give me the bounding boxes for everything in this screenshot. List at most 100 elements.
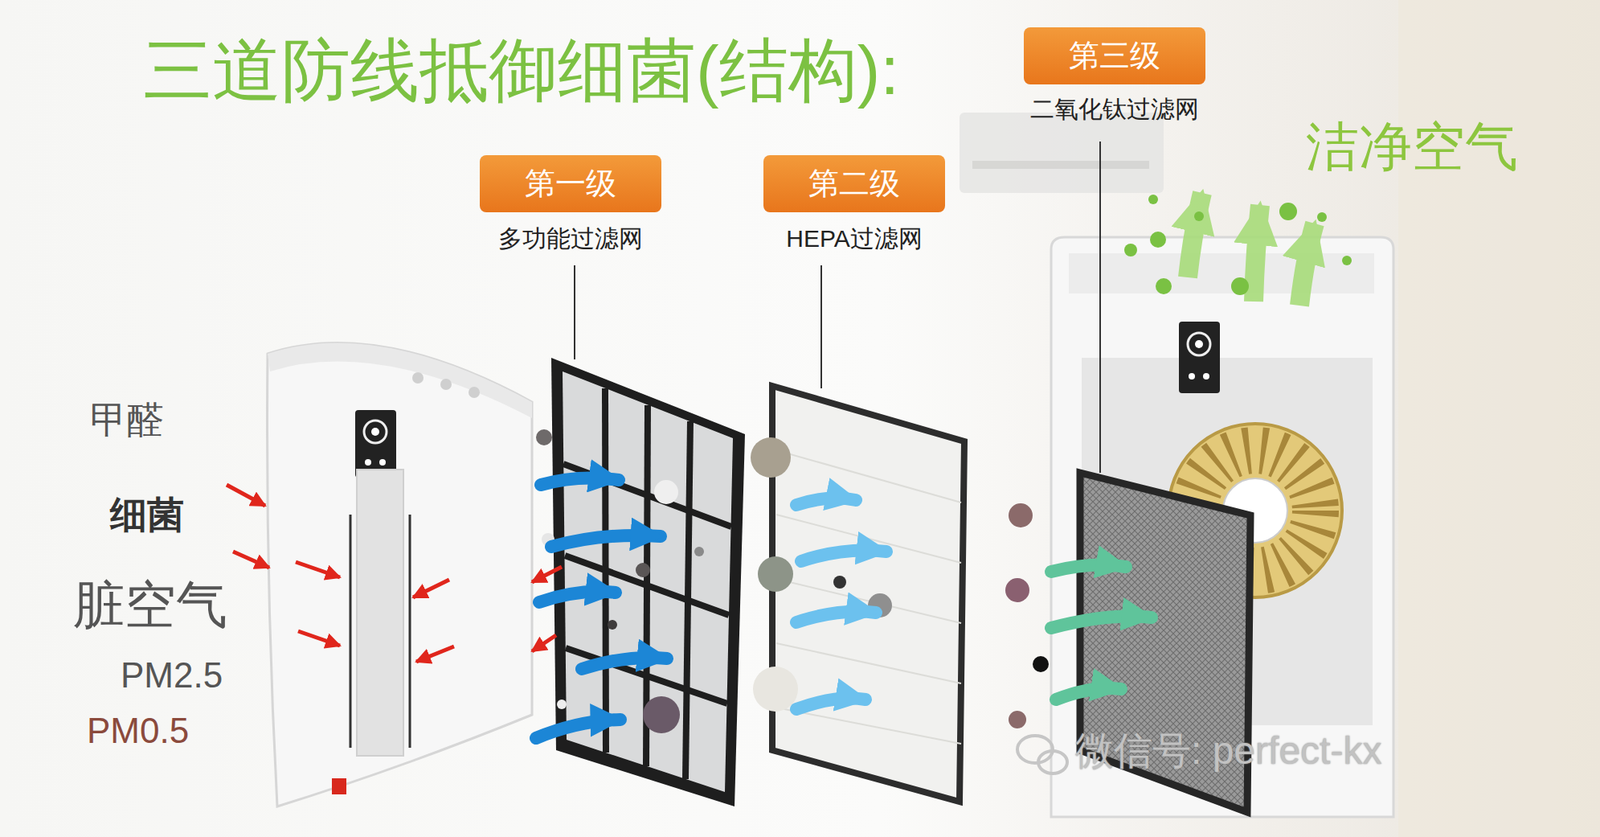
pollutant-label: 甲醛 [90,398,164,442]
green-airflow-arrows-part [1051,616,1152,628]
front-panel-part [364,420,387,443]
room-background-part [959,112,1164,193]
clean-air-label: 洁净空气 [1305,116,1519,178]
front-panel-part [379,458,386,466]
particles-part [607,619,618,630]
front-panel-part [371,427,380,436]
stage-number: 第二级 [808,167,901,201]
blue-airflow-arrows-part [540,478,619,485]
clean-air-dots-part [1124,243,1138,257]
light-blue-airflow-arrows-part [796,498,856,505]
hepa-filter [772,385,965,802]
wechat-icon [1017,735,1068,774]
hepa-filter-part [776,450,962,744]
leader-lines-part [820,265,823,389]
leader-lines-part [1099,141,1101,473]
blue-airflow-arrows-part [581,657,668,669]
front-panel-part [267,343,533,807]
hepa-filter-part-part [776,642,962,684]
front-panel-part [468,386,480,398]
room-background [959,0,1600,837]
light-blue-airflow-arrows [796,498,887,709]
particles-part [833,575,847,589]
clean-air-dots [1124,194,1352,295]
filter-name: HEPA过滤网 [785,225,922,252]
particles-part [1005,577,1030,602]
multi-function-filter-part [551,357,745,807]
front-panel-part [412,372,424,384]
clean-air-dots-part [1194,211,1204,221]
particles-part [1008,710,1027,729]
clean-air-arrows-part [1253,204,1261,302]
particles-part [750,437,791,478]
front-panel [267,343,533,807]
purifier-body-part [1178,321,1220,393]
particles-part [1032,655,1049,672]
particles-part [752,666,798,712]
wechat-icon-part [1017,735,1053,763]
front-panel-part [356,469,404,756]
clean-air-dots-part [1342,255,1352,266]
wechat-icon-part [1038,750,1068,774]
green-airflow-arrows [1051,564,1152,700]
front-panel-part [355,409,397,478]
hepa-filter-part-part [776,514,962,563]
filter-name: 二氧化钛过滤网 [1030,95,1199,123]
multi-function-filter-part-part [564,555,729,615]
red-inflow-arrows-part [226,484,266,506]
purifier-body-part [1203,372,1210,380]
front-panel-part [267,343,532,419]
particles-part [757,556,794,592]
diagram-title: 三道防线抵御细菌(结构): [143,28,900,112]
stage-badge: 第三级二氧化钛过滤网 [1023,27,1206,85]
purifier-body-part [1187,332,1211,356]
purifier-body-part [1051,237,1394,817]
pollutant-label: 细菌 [110,493,185,537]
multi-function-filter [551,357,745,807]
multi-function-filter-part-part [565,647,728,704]
hepa-filter-part-part [776,450,962,503]
particles-part [635,562,651,577]
particles-part [556,699,567,709]
hepa-filter-part-part [776,578,962,623]
stage-number: 第一级 [524,167,617,201]
blue-airflow-arrows [536,478,668,738]
blue-airflow-arrows-part [536,719,621,738]
purifier-body-part [1188,372,1195,380]
clean-air-dots-part [1231,277,1249,295]
front-panel-part [364,458,372,466]
pollutant-label: PM0.5 [86,710,189,752]
watermark: 微信号: perfect-kx [1075,728,1382,773]
light-blue-airflow-arrows-part [801,550,887,562]
stage-badge: 第二级HEPA过滤网 [763,155,946,213]
clean-air-arrows-part [1299,223,1315,306]
clean-air-dots-part [1149,231,1167,248]
red-inflow-arrows [226,484,562,662]
stage-number: 第三级 [1068,39,1161,74]
pollutant-label: PM2.5 [120,654,223,696]
green-airflow-arrows-part [1051,564,1126,572]
red-inflow-arrows-part [531,566,562,582]
green-airflow-arrows-part [1055,687,1122,700]
clean-air-dots-part [1148,194,1159,205]
room-background-part [972,160,1150,169]
particles [536,429,1049,733]
front-panel-part [440,378,452,390]
stage-badge: 第一级多功能过滤网 [479,155,662,213]
purifier-body-part [1194,339,1204,348]
purifier-body-part [1068,253,1375,294]
red-inflow-arrows-part [233,551,270,568]
particles-part [1008,503,1033,528]
clean-air-dots-part [1279,202,1298,221]
pollutant-label: 脏空气 [73,575,228,635]
particles-part [536,429,553,446]
clean-air-dots-part [1317,212,1327,222]
filter-name: 多功能过滤网 [498,225,643,252]
particles-part [654,479,679,504]
blue-airflow-arrows-part [551,535,661,547]
red-inflow-arrows-part [531,634,557,651]
particles-part [642,695,680,733]
particles-part [694,546,704,557]
clean-air-arrows-part [1187,192,1203,278]
